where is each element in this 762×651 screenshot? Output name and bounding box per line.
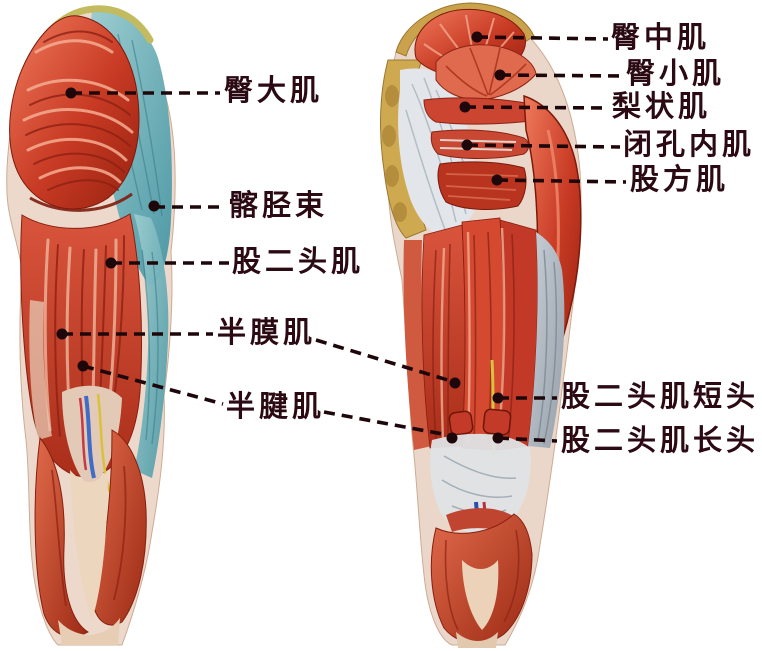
leader-gluteus-minimus [494, 69, 623, 81]
label-piriformis: 梨状肌 [612, 91, 712, 123]
leader-biceps-short-head [492, 392, 557, 404]
label-obturator-internus: 闭孔内肌 [623, 129, 756, 161]
leader-piriformis [459, 101, 610, 113]
leader-quadratus-femoris [491, 174, 627, 186]
right-obturator-internus [430, 129, 529, 159]
right-achilles [456, 632, 498, 648]
leader-semitendinosus [77, 360, 458, 444]
label-biceps-femoris-short-head: 股二头肌短头 [561, 381, 760, 413]
leader-gluteus-maximus [65, 87, 220, 99]
left-popliteal-vein [84, 395, 96, 479]
right-knee-ligaments [430, 433, 531, 534]
right-sacral-notches [382, 85, 407, 222]
leader-biceps-femoris [105, 257, 229, 269]
label-gluteus-minimus: 臀小肌 [626, 58, 726, 90]
label-semimembranosus: 半膜肌 [217, 317, 317, 349]
right-calf-streaks [444, 529, 520, 631]
leader-lines [56, 31, 627, 444]
label-gluteus-maximus: 臀大肌 [224, 75, 324, 107]
left-calf-streaks [51, 465, 127, 607]
leader-gluteus-medius [471, 31, 609, 43]
left-iliotibial-tract [134, 214, 169, 478]
label-iliotibial-tract: 髂胫束 [229, 190, 329, 222]
label-biceps-femoris: 股二头肌 [232, 246, 365, 278]
right-quadratus-fibers [445, 173, 519, 201]
leader-iliotibial-tract [148, 200, 226, 212]
left-gmax-fiber-highlights [22, 39, 134, 184]
left-gluteal-fold [29, 192, 133, 212]
leader-semimembranosus [56, 328, 461, 389]
right-gmin-fibers [445, 47, 527, 97]
right-calf-highlight [462, 560, 499, 630]
right-thigh-streaks [432, 231, 515, 445]
label-semitendinosus: 半腱肌 [226, 391, 326, 423]
figure-left-superficial-view [6, 5, 176, 646]
left-calf-highlight [70, 470, 108, 620]
right-cut-tendon-stubs [448, 408, 512, 436]
right-obturator-tendon-stripes [439, 139, 517, 151]
figure-right-deep-view [380, 2, 582, 648]
label-quadratus-femoris: 股方肌 [630, 164, 730, 196]
left-semimembranosus-tendon [29, 300, 52, 440]
label-biceps-femoris-long-head: 股二头肌长头 [561, 425, 760, 457]
left-achilles [58, 618, 120, 645]
left-gmax-fiber-shadows [25, 30, 131, 191]
label-gluteus-medius: 臀中肌 [611, 22, 711, 54]
left-gastrocnemius-medial [34, 436, 89, 637]
leader-biceps-long-head [492, 432, 558, 444]
right-fascia-streaks [537, 249, 558, 445]
leader-obturator-internus [461, 139, 621, 151]
left-popliteal-artery [78, 397, 88, 471]
left-popliteal-fossa [62, 385, 122, 488]
right-gluteus-minimus [435, 44, 537, 101]
